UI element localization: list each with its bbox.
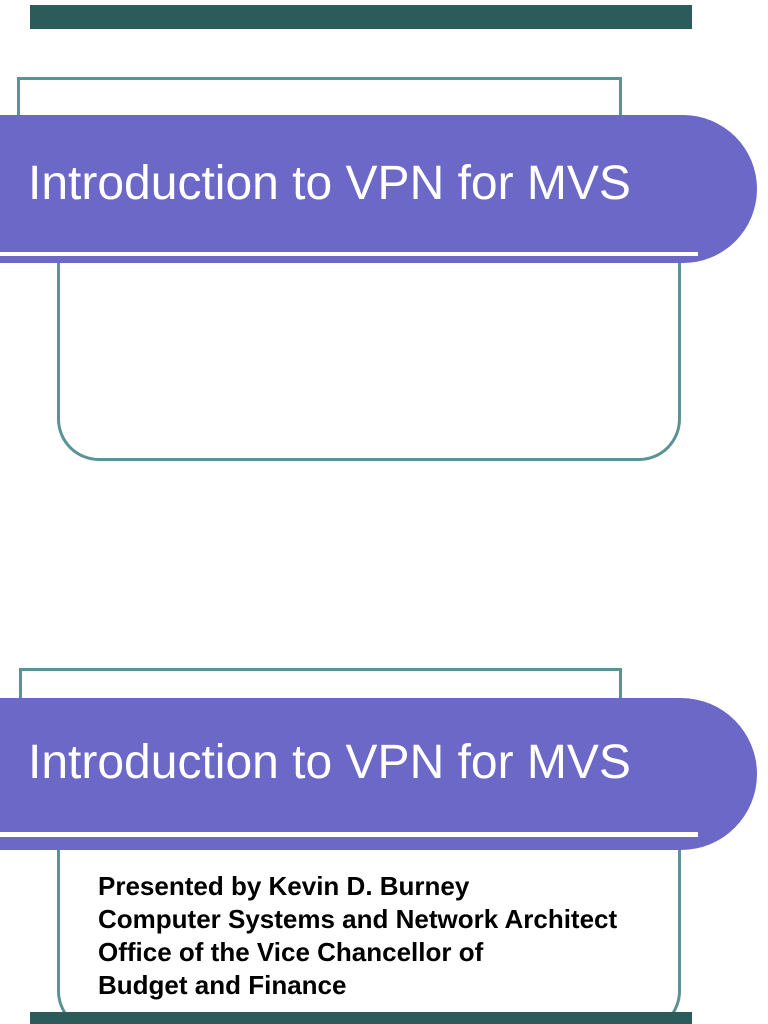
slide-2-body-text: Presented by Kevin D. Burney Computer Sy… (98, 870, 617, 1002)
body-text-line: Computer Systems and Network Architect (98, 904, 618, 934)
body-text-line: Presented by Kevin D. Burney (98, 871, 470, 901)
slide-2-title-banner (0, 698, 757, 850)
slide-2-title: Introduction to VPN for MVS (28, 736, 631, 789)
slide-2-accent-line (0, 832, 698, 837)
slide-1-title: Introduction to VPN for MVS (28, 157, 631, 210)
slide-1-accent-line (0, 252, 698, 256)
viewer-top-bar (30, 5, 692, 29)
body-text-line: Office of the Vice Chancellor of (98, 937, 484, 967)
body-text-line: Budget and Finance (98, 970, 347, 1000)
viewer-bottom-bar (30, 1012, 692, 1024)
slide-1-title-banner (0, 115, 757, 263)
